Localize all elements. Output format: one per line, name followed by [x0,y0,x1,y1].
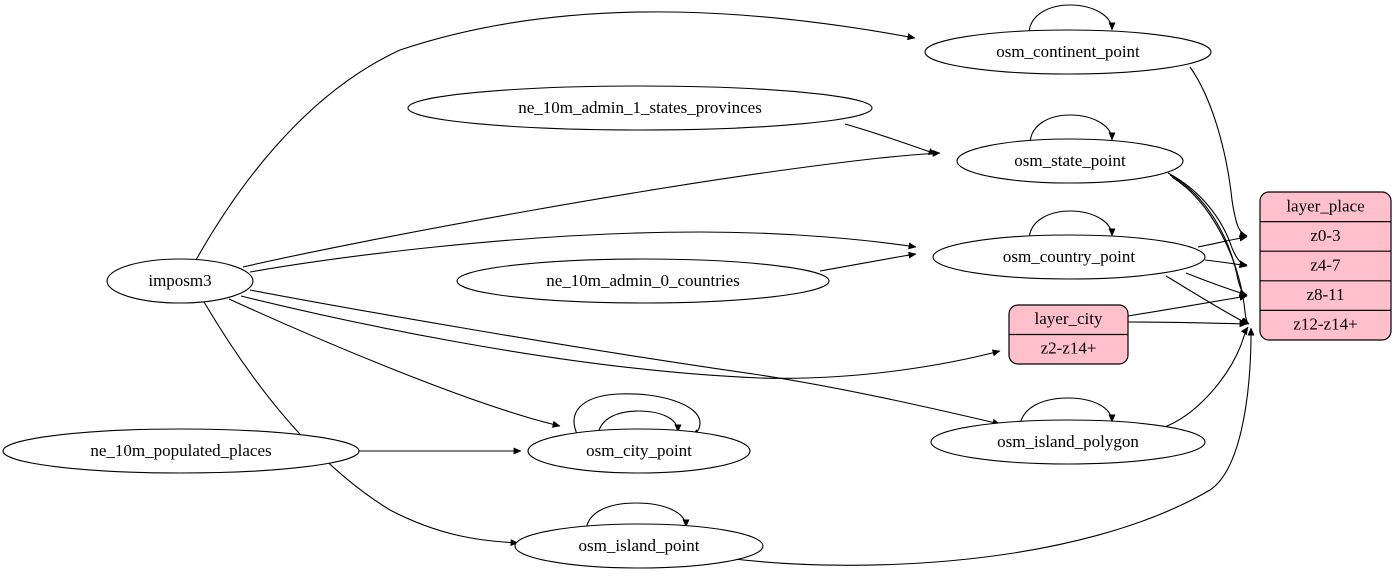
edge-osm_state_point-self-loop [1029,114,1116,144]
node-label-osm-city-point: osm_city_point [586,441,692,460]
node-label-osm-state-point: osm_state_point [1014,151,1126,170]
node-ne-10m-admin-1-states-provinces[interactable]: ne_10m_admin_1_states_provinces [407,85,873,131]
node-layer: imposm3 ne_10m_admin_1_states_provinces … [2,29,1392,569]
record-field-layer-place-title: layer_place [1286,196,1364,215]
edge-osm_island_polygon-to-layer_place-z12-z14plus [1161,326,1249,429]
record-field-layer-city-title: layer_city [1035,309,1103,328]
record-field-layer-place-z12-z14plus[interactable]: z12-z14+ [1293,314,1357,333]
edge-layer_city-to-layer_place-z12-z14plus [1127,320,1248,328]
node-osm-country-point[interactable]: osm_country_point [932,234,1206,280]
node-osm-continent-point[interactable]: osm_continent_point [924,29,1212,75]
record-field-layer-place-z4-7[interactable]: z4-7 [1310,255,1341,274]
node-osm-island-point[interactable]: osm_island_point [514,523,764,569]
edge-osm_city_point-self-loop-outer [573,393,701,437]
edge-layer_city-to-layer_place-z8-11 [1127,293,1248,317]
edge-osm_continent_point-to-layer_place-z0-3 [1189,66,1248,238]
edge-osm_island_point-self-loop [585,502,690,531]
edge-osm_island_point-to-layer_place-z12-z14plus [725,327,1255,566]
record-node-layer-city[interactable]: layer_city z2-z14+ [1008,304,1129,365]
edge-osm_country_point-to-layer_place-z4-7 [1204,259,1248,269]
edge-imposm3-to-osm_country_point [249,231,917,273]
node-osm-city-point[interactable]: osm_city_point [527,428,751,474]
edge-osm_country_point-to-layer_place-z8-11 [1185,272,1248,297]
edge-imposm3-to-osm_island_polygon [249,289,1001,426]
node-label-ne-10m-admin-0-countries: ne_10m_admin_0_countries [546,271,740,290]
node-label-osm-continent-point: osm_continent_point [996,42,1140,61]
edge-osm_country_point-self-loop [1028,210,1116,240]
edge-osm_city_point-self-loop-inner [597,410,682,435]
record-field-layer-place-z8-11[interactable]: z8-11 [1306,285,1344,304]
node-label-ne-10m-populated-places: ne_10m_populated_places [90,441,271,460]
edge-imposm3-to-osm_city_point [228,298,561,428]
node-label-osm-country-point: osm_country_point [1003,247,1135,266]
node-osm-island-polygon[interactable]: osm_island_polygon [930,419,1206,465]
edge-osm_country_point-to-layer_place-z12-z14plus [1165,275,1249,325]
edge-osm_continent_point-self-loop [1028,4,1116,34]
edge-osm_country_point-to-layer_place-z0-3 [1197,234,1248,248]
edge-osm_island_polygon-self-loop [1019,397,1116,426]
node-label-osm-island-polygon: osm_island_polygon [997,432,1139,451]
node-label-ne-10m-admin-1-states-provinces: ne_10m_admin_1_states_provinces [518,98,762,117]
record-field-layer-place-z0-3[interactable]: z0-3 [1310,226,1340,245]
node-ne-10m-populated-places[interactable]: ne_10m_populated_places [2,428,360,474]
edge-ne_10m_admin_1_states_provinces-to-osm_state_point [844,123,937,155]
edge-osm_state_point-to-layer_place-z8-11 [1169,174,1248,297]
edge-imposm3-to-osm_continent_point [195,11,916,261]
node-imposm3[interactable]: imposm3 [106,258,254,304]
edge-layer [195,4,1255,566]
edge-imposm3-to-osm_island_point [203,301,519,547]
node-label-imposm3: imposm3 [148,271,211,290]
record-node-layer-place[interactable]: layer_place z0-3 z4-7 z8-11 z12-z14+ [1259,191,1392,341]
edge-imposm3-to-osm_state_point [242,149,941,268]
edge-imposm3-to-layer_city [240,295,1001,379]
node-ne-10m-admin-0-countries[interactable]: ne_10m_admin_0_countries [456,258,830,304]
record-field-layer-city-z2-z14plus[interactable]: z2-z14+ [1041,338,1097,357]
node-osm-state-point[interactable]: osm_state_point [956,138,1184,184]
edge-ne_10m_admin_0_countries-to-osm_country_point [819,251,917,272]
node-label-osm-island-point: osm_island_point [579,536,700,555]
